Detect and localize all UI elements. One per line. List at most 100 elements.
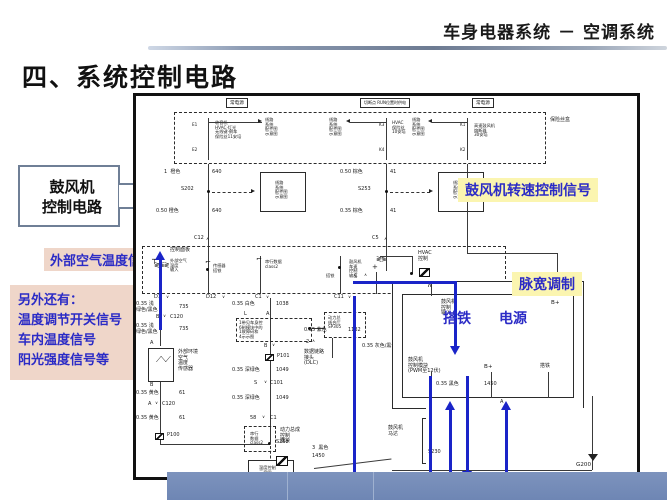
sensor-ground-symbol: ⌐ (205, 258, 211, 266)
wire-spec-754: 0.35 灰色/黑色 (362, 343, 397, 349)
blue-trace-power (505, 408, 508, 478)
wire-code-61-a: 61 (179, 390, 186, 396)
pin-marker-c5: ∧ (384, 236, 388, 241)
ref-box-0-label: 线路 系统 配件图 示意图 (275, 180, 288, 200)
splice-label-s258: S258 (276, 439, 289, 445)
ground-icon-p100-a (155, 433, 164, 440)
fuse-id-k4: K4 (379, 147, 385, 152)
resistor-icon-0: ≷≶ (376, 255, 387, 263)
blue-trace-hvac-out (353, 296, 356, 474)
body-control-module-box: 1带见车身控 6制模块中的 1故障码和 4示示图 (236, 318, 312, 342)
ground-icon-p101 (265, 354, 274, 361)
ecm-reference-box: 动力总 线合厅 SP305 (324, 312, 366, 338)
arrow-icon-fuse-0 (258, 119, 262, 123)
ground-icon-pcm (276, 456, 288, 466)
pin-l-bcm: L (244, 311, 247, 317)
arrow-icon-fuse-2 (428, 119, 432, 123)
wire-spec-1038: 0.35 白色 (232, 301, 255, 307)
wire-spec-61-a: 0.35 黄色 (136, 390, 159, 396)
fuse-branch-note-2: 线路 系统 配件图 示意图 (412, 117, 425, 137)
pin-marker-b-bcm: ∨ (272, 342, 276, 347)
wire-code-735-b: 735 (179, 326, 189, 332)
blue-arrow-power (501, 401, 511, 410)
pin-c11: C11 (334, 294, 344, 300)
wire-spec-735-a: 0.35 浅 (136, 301, 154, 307)
wire-code-1038: 1038 (276, 301, 289, 307)
bcm-to-ecm-link (312, 328, 324, 329)
pin-b-bcm: B (264, 343, 268, 349)
blue-trace-ambient (159, 258, 162, 330)
pin-marker-b-c120: ∨ (163, 313, 167, 318)
connector-c5: C5 (372, 235, 379, 241)
connector-c101: C101 (270, 380, 284, 386)
fuse-id-e2: E2 (192, 147, 198, 152)
wire-41-line (386, 164, 387, 271)
ambient-air-temp-sensor-label: 外部环境 空气 温度 传感器 (178, 349, 199, 372)
fuse-branch-note-1: 线路 系统 配件图 示意图 (329, 117, 342, 137)
ref-box-0: 线路 系统 配件图 示意图 (260, 172, 306, 212)
wire-spec-1049-a: 0.35 深绿色 (232, 367, 260, 373)
wire-code-1049-a: 1049 (276, 367, 289, 373)
serial-data-label: 串行数据 class2 (265, 259, 282, 269)
connector-c120-a: C120 (170, 314, 184, 320)
pin-marker-d12: ∨ (222, 294, 226, 299)
s258-dash (270, 446, 271, 468)
arrow-icon-s253 (429, 189, 433, 193)
splice-label-s230: S230 (428, 449, 441, 455)
hvac-ground-stem (340, 256, 341, 294)
pin-2-dlc: 2 (306, 339, 310, 345)
pcm-label: 动力总成 控制 模块 (280, 427, 301, 445)
wire-to-s258 (160, 444, 270, 445)
hvac-net-right (412, 256, 413, 274)
wire-code-41-a: 41 (390, 169, 397, 175)
hvac-ground-node (338, 266, 341, 269)
pin-s-c101: S (254, 380, 258, 386)
tag-outside-air-temp-signal: 外部空气温度信号 (44, 248, 161, 271)
blue-arrow-to-module (450, 346, 460, 355)
caption-const-power-2: 常电源 (472, 98, 494, 108)
caption-const-power-1: 常电源 (226, 98, 248, 108)
arrow-icon-s202 (251, 189, 255, 193)
pin-marker-c1a: ∨ (266, 294, 270, 299)
module-ground-label: 搭铁 (540, 363, 551, 369)
module-input-stem (431, 282, 432, 296)
wire-spec-735-a2: 绿色/黑色 (136, 307, 158, 313)
wire-code-41-b: 41 (390, 208, 397, 214)
hvac-ground-label: 搭铁 (326, 273, 335, 278)
pin-d1: D1 (154, 294, 162, 300)
connector-c12: C12 (194, 235, 204, 241)
splice-node-s202 (207, 190, 210, 193)
fuse-k3-stem (386, 118, 387, 160)
tag-pwm: 脉宽调制 (512, 272, 582, 296)
blower-speed-output-label: 鼓风机 车速 控制 输出 (349, 259, 362, 279)
wire-1038-line (270, 298, 271, 444)
wire-hs-blower-line (467, 164, 468, 254)
ground-label-p100-a: P100 (167, 432, 180, 438)
wire-code-61-b: 61 (179, 415, 186, 421)
serial-data-class2-label: 串行 数据 class2 (250, 431, 264, 446)
ambient-air-temp-sensor: ⟋⟍⟋ (148, 348, 174, 382)
note-item-0: 温度调节开关信号 (18, 313, 123, 329)
wire-code-640-b: 640 (212, 208, 222, 214)
footer-bar (167, 472, 667, 500)
wire-61-line (160, 382, 161, 444)
pin-b-c120: B (156, 314, 160, 320)
wire-code-735-a: 735 (179, 304, 189, 310)
serial-data-class2-box: 串行 数据 class2 (244, 426, 276, 452)
serial-data-stem (260, 256, 261, 294)
pin-marker-a-c120: ∨ (155, 400, 159, 405)
module-bplus-bottom: B+ (484, 364, 493, 370)
blower-motor-label: 鼓风机 马达 (388, 425, 404, 437)
blower-control-module-pwm-label: 鼓风机 控制模块 (PWM至12伏) (408, 357, 441, 375)
fuse-note-k3: HVAC 保险丝 10安培 (392, 120, 406, 135)
wire-code-1049-b: 1049 (276, 395, 289, 401)
sensor-ground-node (206, 268, 209, 271)
wire-spec-41-b: 0.35 棕色 (340, 208, 363, 214)
ground-icon-g200 (588, 454, 598, 461)
pin-marker-c11: ∨ (348, 294, 352, 299)
wire-code-640-a: 640 (212, 169, 222, 175)
fuse-e-stem (208, 118, 209, 160)
fusebox-region (174, 112, 546, 164)
plus-icon: + (372, 263, 378, 271)
wiring-diagram: 常电源 切断点 RUN位置时供电 常电源 保险丝盒 E1 E2 收音机· HVA… (133, 93, 640, 481)
